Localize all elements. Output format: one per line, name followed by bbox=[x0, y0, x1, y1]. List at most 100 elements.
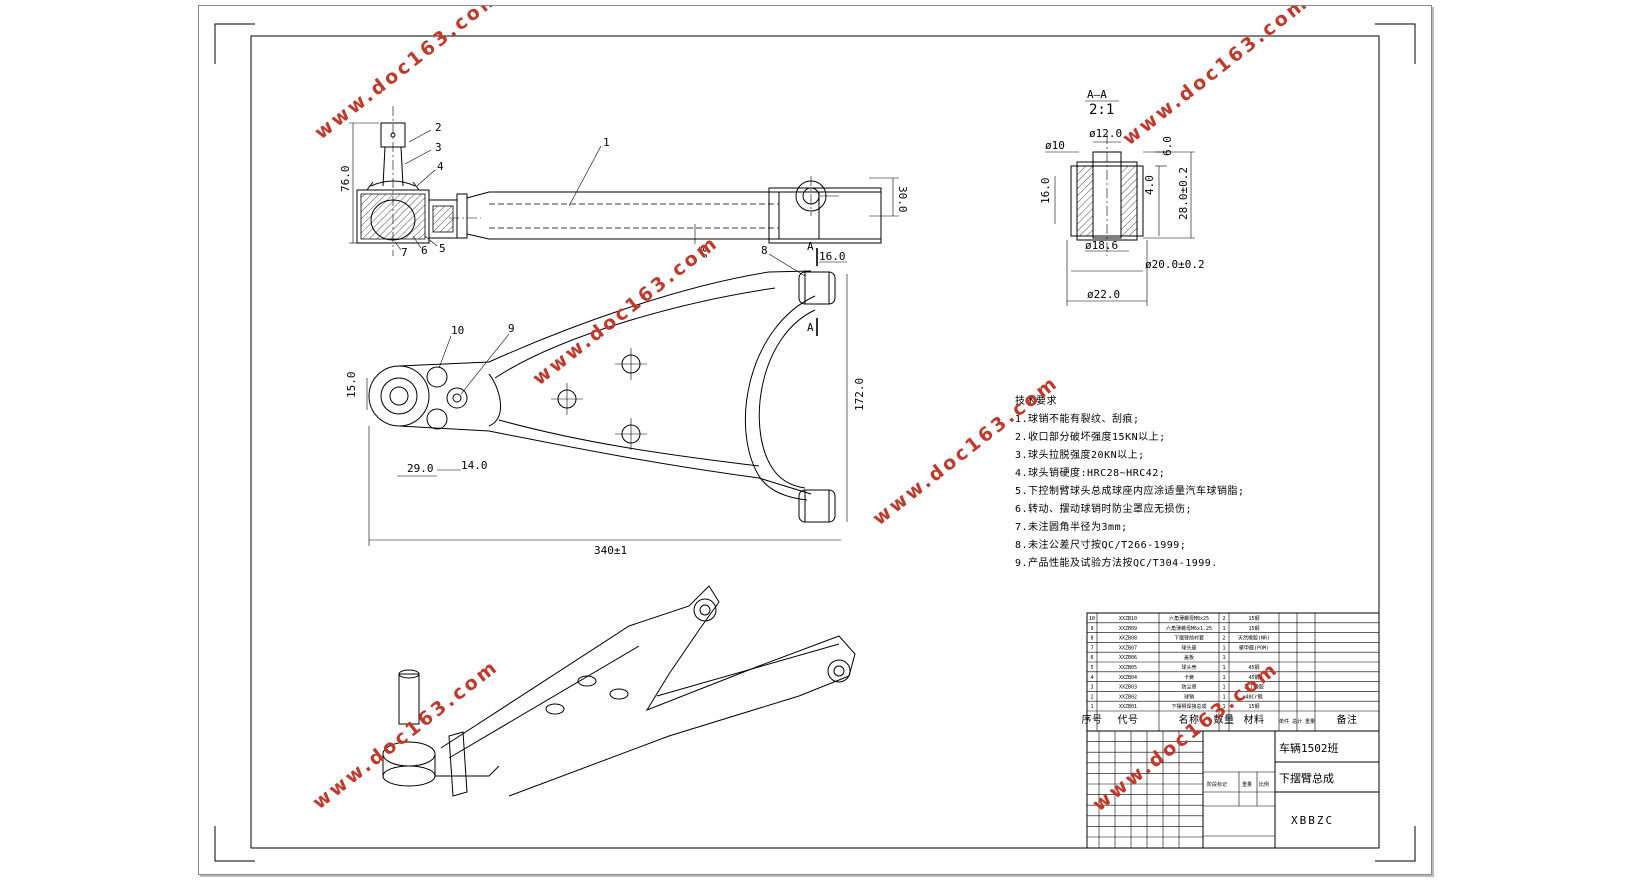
balloon-10: 10 bbox=[451, 324, 464, 337]
watermark: www.doc163.com bbox=[529, 231, 723, 390]
bom-cell: 球头壳 bbox=[1181, 664, 1196, 671]
tech-requirements: 技术要求 1.球销不能有裂纹、刮痕; 2.收口部分破坏强度15KN以上; 3.球… bbox=[1015, 394, 1244, 569]
bom-cell: 氯丁橡胶 bbox=[1244, 684, 1264, 691]
dim-angle: 3° bbox=[696, 246, 709, 259]
bom-cell: 1 bbox=[1222, 704, 1225, 710]
dim-d186: ø18.6 bbox=[1085, 239, 1118, 252]
bom-cell: 六角薄螺母M8x25 bbox=[1169, 615, 1209, 622]
balloon-3: 3 bbox=[435, 141, 442, 154]
bom-cell: 防尘罩 bbox=[1181, 684, 1196, 691]
bom-cell: 45钢 bbox=[1248, 674, 1259, 681]
dim-d20: ø20.0±0.2 bbox=[1145, 258, 1205, 271]
dim-d10: ø10 bbox=[1045, 139, 1065, 152]
bom-cell: 聚甲醛(POM) bbox=[1239, 644, 1269, 651]
bom-header-cell: 名称 bbox=[1179, 713, 1200, 726]
bom-cell: 10 bbox=[1089, 616, 1095, 622]
tech-item: 9.产品性能及试验方法按QC/T304-1999. bbox=[1015, 556, 1218, 569]
dim-h172: 172.0 bbox=[853, 378, 866, 411]
bom-table: 10 XXZB10 六角薄螺母M8x25 2 15钢 9 XXZB09 六角薄螺母M6x1.2… bbox=[1082, 612, 1380, 732]
title-part: 下摆臂总成 bbox=[1279, 771, 1334, 785]
dim-h6: 6.0 bbox=[1161, 136, 1174, 156]
section-scale: 2:1 bbox=[1089, 102, 1114, 118]
section-title: A—A bbox=[1087, 88, 1107, 101]
dim-d22: ø22.0 bbox=[1087, 288, 1120, 301]
bom-cell: 球销 bbox=[1184, 693, 1194, 700]
watermark: www.doc163.com bbox=[311, 6, 505, 144]
bom-cell: 3 bbox=[1090, 685, 1093, 691]
title-code: XBBZC bbox=[1291, 814, 1334, 827]
dim-w29: 29.0 bbox=[407, 462, 434, 475]
bom-header-cell: 序号 bbox=[1082, 713, 1103, 726]
bom-cell: 下摆臂焊接总成 bbox=[1171, 703, 1206, 710]
balloon-6: 6 bbox=[421, 244, 428, 257]
dim-h16: 16.0 bbox=[1039, 178, 1052, 205]
dim-w340: 340±1 bbox=[594, 544, 627, 557]
bom-cell: 1 bbox=[1222, 626, 1225, 632]
bom-cell: XXZB08 bbox=[1119, 636, 1137, 642]
bom-cell: 45钢 bbox=[1248, 664, 1259, 671]
watermarks: www.doc163.com www.doc163.com www.doc163… bbox=[309, 6, 1313, 816]
tech-item: 2.收口部分破坏强度15KN以上; bbox=[1015, 430, 1166, 443]
section-mark-top: A bbox=[807, 240, 814, 253]
drawing-sheet: 76.0 30.0 3° A—A 2:1 ø12.0 ø10 6.0 16.0 … bbox=[198, 5, 1432, 875]
bom-cell: 1 bbox=[1090, 704, 1093, 710]
dim-h4: 4.0 bbox=[1143, 175, 1156, 195]
title-stage-label: 阶段标记 bbox=[1207, 781, 1227, 788]
watermark: www.doc163.com bbox=[1119, 6, 1313, 150]
balloon-8: 8 bbox=[761, 244, 768, 257]
balloon-5: 5 bbox=[439, 242, 446, 255]
corner-marks bbox=[214, 23, 1416, 862]
bom-cell: 40Cr钢 bbox=[1245, 693, 1262, 700]
bom-cell: 7 bbox=[1090, 645, 1093, 651]
section-mark-bottom: A bbox=[807, 321, 814, 334]
bom-cell: 下摆臂前衬套 bbox=[1174, 635, 1204, 642]
bom-cell: 8 bbox=[1090, 636, 1093, 642]
isometric-view bbox=[382, 585, 856, 797]
dim-w16: 16.0 bbox=[819, 250, 846, 263]
drawing-frame bbox=[250, 35, 1380, 849]
bom-cell: XXZB10 bbox=[1119, 616, 1137, 622]
drawing-canvas: 76.0 30.0 3° A—A 2:1 ø12.0 ø10 6.0 16.0 … bbox=[214, 6, 1416, 862]
bom-cell: 5 bbox=[1090, 665, 1093, 671]
balloon-9: 9 bbox=[508, 322, 515, 335]
bom-cell: 六角薄螺母M6x1.25 bbox=[1166, 625, 1212, 632]
title-scale-label: 比例 bbox=[1259, 781, 1269, 788]
bom-cell: 1 bbox=[1222, 694, 1225, 700]
dim-arm-width: 30.0 bbox=[896, 186, 909, 213]
tech-heading: 技术要求 bbox=[1015, 394, 1057, 407]
tech-item: 1.球销不能有裂纹、刮痕; bbox=[1015, 412, 1140, 425]
bom-cell: 卡簧 bbox=[1184, 674, 1194, 681]
tech-item: 8.未注公差尺寸按QC/T266-1999; bbox=[1015, 538, 1186, 551]
bom-cell: 15钢 bbox=[1248, 703, 1259, 710]
bom-cell: 9 bbox=[1090, 626, 1093, 632]
balloon-7: 7 bbox=[401, 246, 408, 259]
bom-cell: 球头座 bbox=[1181, 644, 1196, 651]
dim-w14: 14.0 bbox=[461, 459, 488, 472]
bom-cell: XXZB05 bbox=[1119, 665, 1137, 671]
bom-cell: 1 bbox=[1222, 675, 1225, 681]
bom-cell: 4 bbox=[1090, 675, 1093, 681]
balloon-4: 4 bbox=[437, 160, 444, 173]
bom-header-cell: 数量 bbox=[1214, 713, 1235, 726]
dim-h28: 28.0±0.2 bbox=[1177, 167, 1190, 220]
bom-cell: 1 bbox=[1222, 655, 1225, 661]
section-view: A—A 2:1 ø12.0 ø10 6.0 16.0 4.0 28.0±0.2 … bbox=[1039, 88, 1205, 306]
bom-cell: 2 bbox=[1090, 694, 1093, 700]
bom-header-cell: 备注 bbox=[1337, 713, 1358, 726]
tech-item: 7.未注圆角半径为3mm; bbox=[1015, 520, 1128, 533]
bom-cell: XXZB01 bbox=[1119, 704, 1137, 710]
plan-view: 15.0 29.0 14.0 340±1 172.0 16.0 A A bbox=[345, 240, 866, 557]
bom-cell: 1 bbox=[1222, 685, 1225, 691]
balloon-labels: 2 3 4 5 6 7 1 8 9 10 bbox=[394, 121, 806, 395]
bom-cell: XXZB02 bbox=[1119, 694, 1137, 700]
bom-cell: XXZB06 bbox=[1119, 655, 1137, 661]
bom-cell: XXZB09 bbox=[1119, 626, 1137, 632]
bom-cell: 15钢 bbox=[1248, 625, 1259, 632]
bom-cell: 2 bbox=[1222, 636, 1225, 642]
dim-ball-height: 76.0 bbox=[339, 166, 352, 193]
tech-item: 4.球头销硬度:HRC28~HRC42; bbox=[1015, 466, 1165, 479]
watermark: www.doc163.com bbox=[309, 655, 503, 814]
bom-cell: 15钢 bbox=[1248, 615, 1259, 622]
bom-cell: 天然橡胶(NR) bbox=[1238, 635, 1270, 642]
balloon-2: 2 bbox=[435, 121, 442, 134]
